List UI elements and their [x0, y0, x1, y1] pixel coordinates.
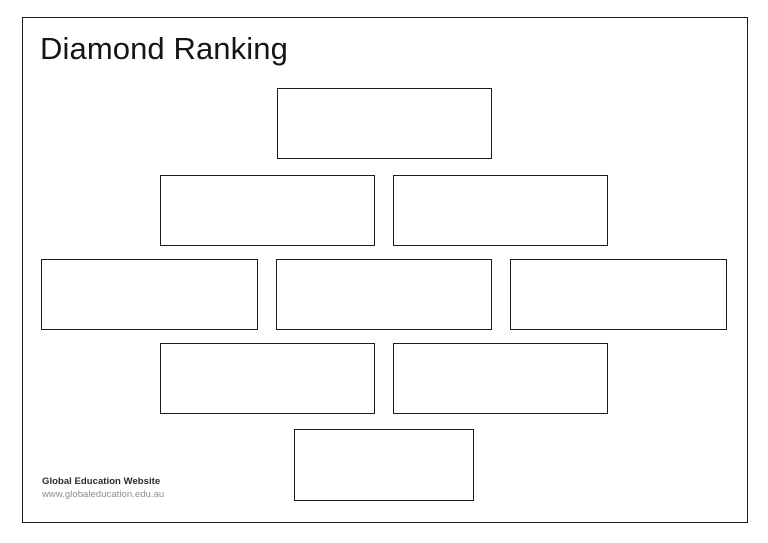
rank-box-2[interactable]	[160, 175, 375, 246]
rank-box-8[interactable]	[393, 343, 608, 414]
footer: Global Education Website www.globaleduca…	[42, 476, 164, 502]
footer-url: www.globaleducation.edu.au	[42, 488, 165, 500]
rank-box-1[interactable]	[277, 88, 492, 159]
page-title: Diamond Ranking	[40, 31, 288, 66]
rank-box-4[interactable]	[41, 259, 258, 330]
footer-organisation: Global Education Website	[42, 476, 161, 487]
rank-box-6[interactable]	[510, 259, 727, 330]
rank-box-5[interactable]	[276, 259, 492, 330]
rank-box-3[interactable]	[393, 175, 608, 246]
rank-box-7[interactable]	[160, 343, 375, 414]
rank-box-9[interactable]	[294, 429, 474, 501]
